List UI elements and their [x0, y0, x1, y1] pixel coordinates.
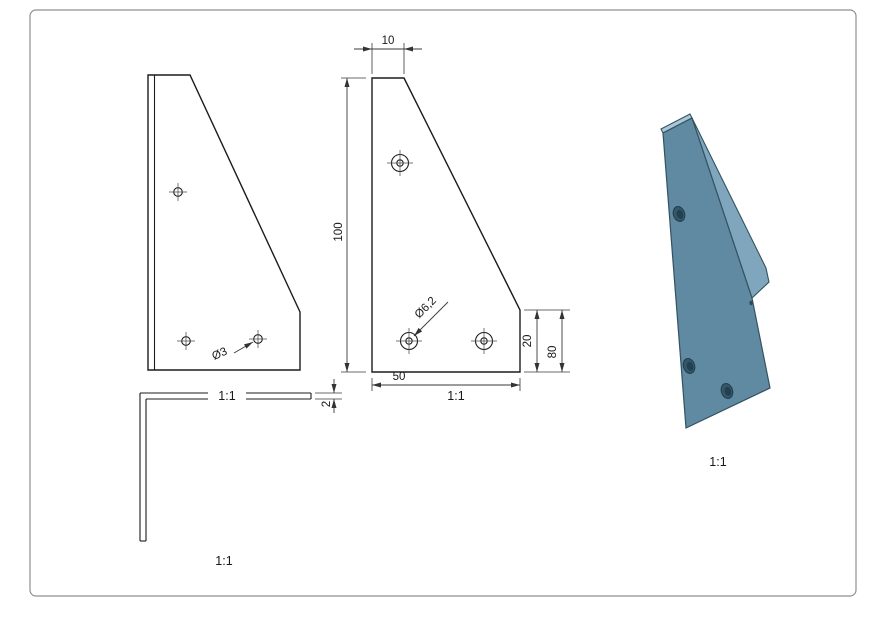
- front-scale-label: 1:1: [447, 389, 464, 403]
- side-view: Ø3 1:1: [147, 74, 301, 403]
- side-scale-label: 1:1: [218, 389, 235, 403]
- side-view-outline: [147, 74, 301, 371]
- side-view-hole-top: [169, 183, 187, 201]
- iso-hole-bottom-right: [720, 383, 734, 399]
- dim-bottom-width: 50: [371, 371, 521, 391]
- iso-hole-top: [672, 206, 686, 222]
- scale-label-mask: [208, 387, 246, 403]
- isometric-view: 1:1: [660, 113, 771, 469]
- front-view-outline: [371, 77, 521, 373]
- front-view: 10 100 50 20 80 Ø6,: [333, 35, 570, 403]
- iso-hole-bottom-left: [682, 358, 696, 374]
- dim-height-label: 100: [333, 222, 345, 241]
- thickness-label: 2: [321, 401, 333, 407]
- dia3-label: Ø3: [210, 346, 229, 363]
- dim-right-20: 20: [522, 309, 570, 373]
- dim-right-80: 80: [547, 310, 565, 372]
- dim-top-width: 10: [354, 35, 422, 74]
- iso-scale-label: 1:1: [709, 455, 726, 469]
- side-view-hole-bottom-right: [249, 330, 267, 348]
- front-hole-bottom-right: [471, 328, 497, 354]
- dim-top-width-label: 10: [382, 35, 395, 47]
- side-view-hole-bottom-left: [177, 332, 195, 350]
- front-hole-top: [387, 150, 413, 176]
- front-hole-bottom-left: [396, 328, 422, 354]
- dim-height: 100: [333, 77, 366, 373]
- iso-corner-mark: [749, 300, 753, 306]
- iso-face-main: [662, 117, 771, 429]
- profile-scale-label: 1:1: [215, 554, 232, 568]
- dia3-callout: Ø3: [210, 341, 254, 363]
- dim-thickness: 2: [315, 379, 342, 413]
- dim-right-80-label: 80: [547, 346, 559, 359]
- dim-right-20-label: 20: [522, 335, 534, 348]
- dim-bottom-width-label: 50: [393, 371, 406, 383]
